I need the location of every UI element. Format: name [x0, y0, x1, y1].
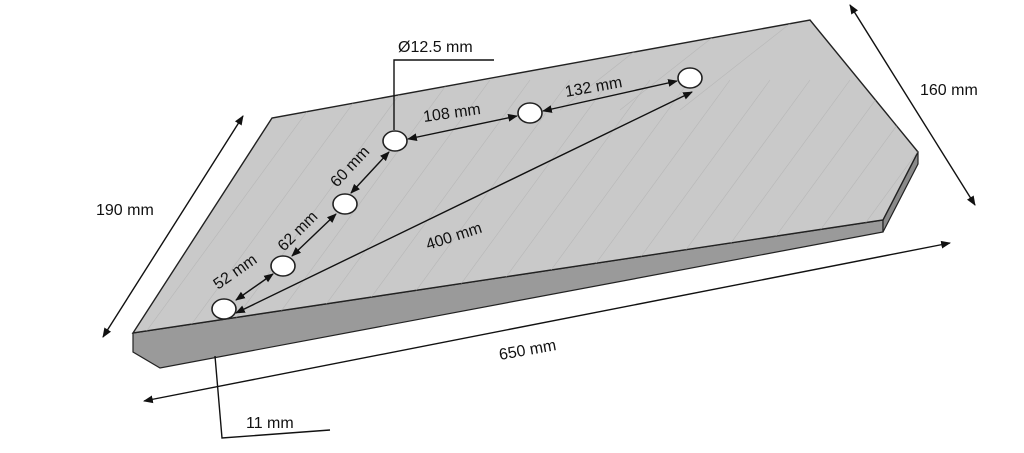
label-width-left: 190 mm: [96, 202, 154, 219]
dim-arrow-400: [235, 91, 693, 314]
leader-hole-diameter: [393, 59, 494, 130]
hole-2: [270, 255, 296, 277]
label-hole-diameter: Ø12.5 mm: [398, 39, 473, 56]
label-thickness: 11 mm: [246, 415, 294, 432]
hole-6: [677, 67, 703, 89]
dim-arrow-650: [143, 240, 951, 404]
hole-1: [211, 298, 237, 320]
leader-thickness: [214, 355, 331, 439]
hole-3: [332, 193, 358, 215]
hole-4: [382, 130, 408, 152]
hole-5: [517, 102, 543, 124]
label-width-right: 160 mm: [920, 82, 978, 99]
label-length: 650 mm: [498, 337, 558, 364]
dim-arrow-160: [849, 4, 976, 206]
dim-arrow-190: [102, 115, 244, 338]
